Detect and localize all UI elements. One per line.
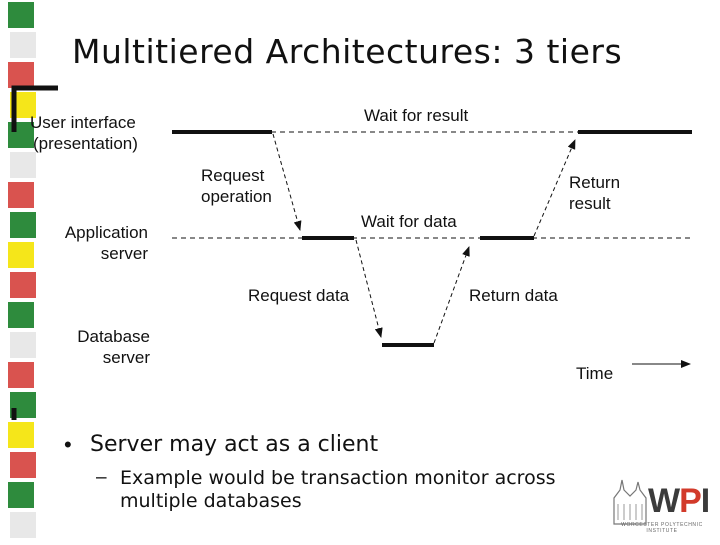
label-request-operation-line2: operation bbox=[201, 187, 272, 206]
stripe-block bbox=[10, 152, 36, 178]
slide-title: Multitiered Architectures: 3 tiers bbox=[72, 32, 623, 71]
sub-bullet-text: Example would be transaction monitor acr… bbox=[120, 467, 556, 512]
stripe-block bbox=[8, 302, 34, 328]
stripe-block bbox=[8, 182, 34, 208]
stripe-block bbox=[8, 422, 34, 448]
frame-corner-bottom-left bbox=[11, 408, 17, 420]
request-operation-arrow bbox=[272, 133, 302, 231]
wpi-logo: WPI WORCESTER POLYTECHNIC INSTITUTE bbox=[612, 476, 712, 534]
stripe-block bbox=[10, 332, 36, 358]
label-wait-for-data: Wait for data bbox=[361, 212, 457, 231]
stripe-block bbox=[8, 362, 34, 388]
wpi-logo-caption: WORCESTER POLYTECHNIC INSTITUTE bbox=[621, 522, 703, 534]
wpi-building-icon bbox=[613, 479, 647, 525]
label-wait-for-result: Wait for result bbox=[364, 106, 469, 125]
label-time: Time bbox=[576, 364, 613, 383]
stripe-block bbox=[10, 272, 36, 298]
tier-label-db-line1: Database bbox=[77, 327, 150, 346]
stripe-block bbox=[8, 482, 34, 508]
tier-label-db-line2: server bbox=[103, 348, 151, 367]
stripe-block bbox=[10, 212, 36, 238]
wpi-logo-text: WPI bbox=[648, 482, 710, 520]
label-request-operation-line1: Request bbox=[201, 166, 265, 185]
label-return-data: Return data bbox=[469, 286, 558, 305]
stripe-pattern bbox=[8, 2, 36, 538]
return-result-arrow bbox=[533, 139, 576, 237]
sub-bullet-dash: – bbox=[96, 467, 107, 488]
three-tier-timing-diagram: User interface (presentation) Applicatio… bbox=[11, 85, 692, 420]
stripe-block bbox=[10, 32, 36, 58]
stripe-block bbox=[8, 242, 34, 268]
stripe-block bbox=[10, 512, 36, 538]
frame-corner-top-left bbox=[11, 85, 58, 132]
bullet-text: Server may act as a client bbox=[90, 432, 379, 457]
return-data-arrow bbox=[433, 246, 470, 344]
stripe-block bbox=[10, 452, 36, 478]
label-request-data: Request data bbox=[248, 286, 350, 305]
stripe-block bbox=[8, 62, 34, 88]
decorative-left-stripe bbox=[0, 0, 42, 540]
tier-label-ui-line1: User interface bbox=[30, 113, 136, 132]
label-return-result-line1: Return bbox=[569, 173, 620, 192]
tier-label-app-line2: server bbox=[101, 244, 149, 263]
request-data-arrow bbox=[355, 239, 383, 338]
label-return-result-line2: result bbox=[569, 194, 611, 213]
bullet-marker: • bbox=[64, 432, 72, 457]
stripe-block bbox=[8, 2, 34, 28]
tier-label-app-line1: Application bbox=[65, 223, 148, 242]
tier-label-ui-line2: (presentation) bbox=[33, 134, 138, 153]
